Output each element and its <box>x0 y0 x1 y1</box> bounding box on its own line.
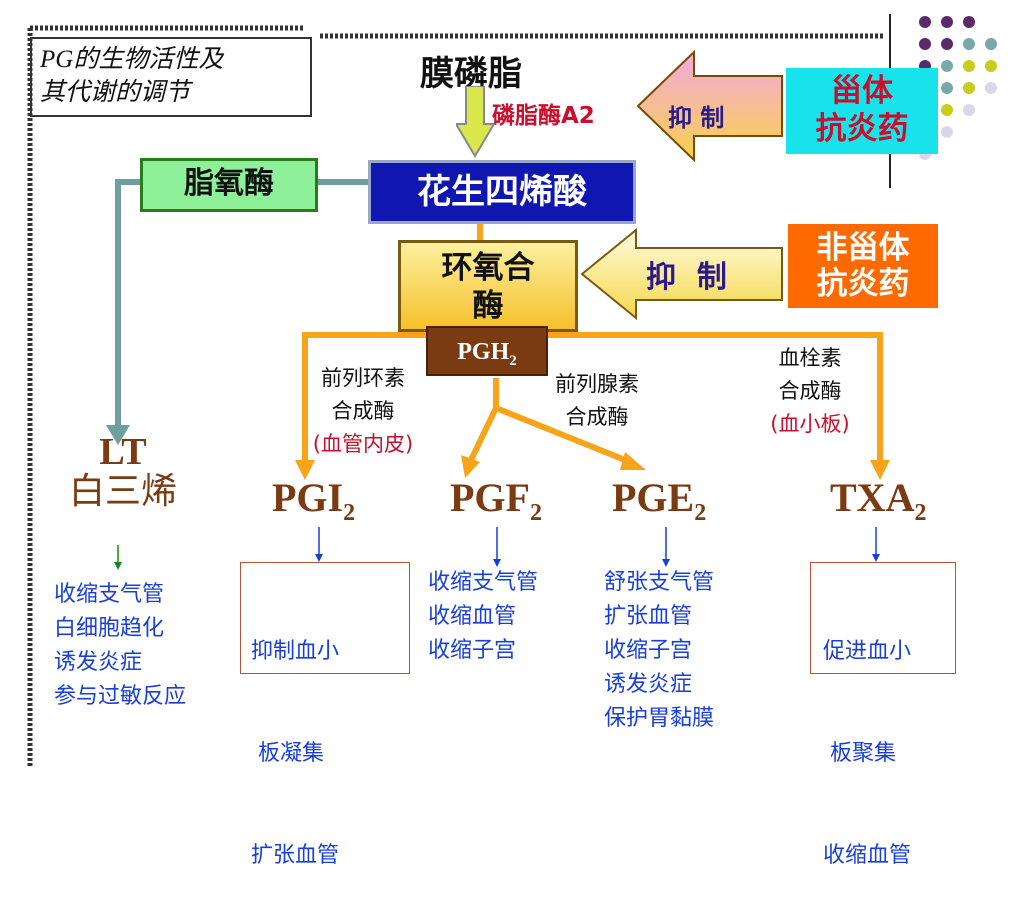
pgf2-effects: 收缩支气管 收缩血管 收缩子宫 <box>428 566 538 668</box>
prostacyclin-line3: (血管内皮) <box>312 432 414 456</box>
txa2-base: TXA <box>830 475 915 520</box>
prostaglandin-synthase: 前列腺素 合成酶 <box>532 368 662 434</box>
pgi2-effect-3: 扩张血管 <box>251 843 340 868</box>
pge2-effect-2: 扩张血管 <box>604 604 693 629</box>
pge2-product: PGE2 <box>612 474 706 527</box>
lipoxygenase-box: 脂氧酶 <box>140 158 318 212</box>
steroid-label-line2: 抗炎药 <box>815 111 909 147</box>
txa2-effect-1: 促进血小 <box>823 639 912 664</box>
thromboxane-line1: 血栓素 <box>778 346 842 370</box>
pathway-connectors <box>106 179 890 570</box>
prostacyclin-line1: 前列环素 <box>321 366 405 390</box>
pgf2-effect-3: 收缩子宫 <box>428 638 517 663</box>
pgf2-product: PGF2 <box>450 474 542 527</box>
cyclooxygenase-box: 环氧合 酶 <box>398 240 578 332</box>
pgi2-effects-box: 抑制血小 板凝集 扩张血管 <box>240 562 410 868</box>
prostacyclin-line2: 合成酶 <box>331 399 395 423</box>
lt-effect-4: 参与过敏反应 <box>54 684 187 709</box>
pge2-base: PGE <box>612 475 695 520</box>
pgf2-sub: 2 <box>529 500 542 526</box>
pgi2-effect-1: 抑制血小 <box>251 639 340 664</box>
txa2-effect-3: 收缩血管 <box>823 843 912 868</box>
nsaid-label-line2: 抗炎药 <box>816 266 910 302</box>
prostaglandin-line2: 合成酶 <box>565 405 629 429</box>
lt-product: LT 白三烯 <box>48 432 198 512</box>
pge2-effect-5: 保护胃黏膜 <box>604 706 715 731</box>
pla2-label: 磷脂酶A2 <box>492 103 595 129</box>
title-line1: PG的生物活性及 <box>40 46 224 73</box>
pgi2-base: PGI <box>272 475 344 520</box>
pgi2-product: PGI2 <box>272 474 355 527</box>
pgh2-sub: 2 <box>509 352 517 369</box>
steroid-inhibit-label: 抑 制 <box>668 104 725 132</box>
pge2-effect-1: 舒张支气管 <box>604 570 715 595</box>
title-line2: 其代谢的调节 <box>40 79 191 106</box>
prostacyclin-synthase: 前列环素 合成酶 (血管内皮) <box>298 362 428 461</box>
lt-line2: 白三烯 <box>68 471 177 512</box>
lt-effect-3: 诱发炎症 <box>54 650 143 675</box>
title-box: PG的生物活性及 其代谢的调节 <box>30 37 312 117</box>
nsaid-inhibit-arrow <box>580 228 783 320</box>
prostaglandin-line1: 前列腺素 <box>555 372 639 396</box>
nsaid-drug-box: 非甾体 抗炎药 <box>788 224 938 308</box>
thromboxane-line2: 合成酶 <box>778 379 842 403</box>
pge2-sub: 2 <box>694 500 707 526</box>
lt-line1: LT <box>99 431 147 473</box>
cox-line1: 环氧合 <box>441 250 535 286</box>
lt-effect-1: 收缩支气管 <box>54 582 165 607</box>
pgh2-box: PGH2 <box>426 326 548 376</box>
steroid-label-line1: 甾体 <box>831 73 893 109</box>
pge2-effect-3: 收缩子宫 <box>604 638 693 663</box>
arachidonic-acid-box: 花生四烯酸 <box>368 160 636 224</box>
pge2-effects: 舒张支气管 扩张血管 收缩子宫 诱发炎症 保护胃黏膜 <box>604 566 714 736</box>
lt-effects: 收缩支气管 白细胞趋化 诱发炎症 参与过敏反应 <box>54 578 186 714</box>
pgf2-effect-1: 收缩支气管 <box>428 570 539 595</box>
pgi2-sub: 2 <box>343 500 356 526</box>
nsaid-inhibit-label: 抑 制 <box>646 260 727 295</box>
cox-line2: 酶 <box>472 288 504 324</box>
steroid-drug-box: 甾体 抗炎药 <box>786 68 938 154</box>
lt-effect-2: 白细胞趋化 <box>54 616 165 641</box>
pgi2-effect-2: 板凝集 <box>251 741 324 766</box>
nsaid-label-line1: 非甾体 <box>816 230 910 266</box>
down-arrow-icon <box>456 86 496 158</box>
txa2-effects-box: 促进血小 板聚集 收缩血管 <box>810 562 956 868</box>
thromboxane-line3: (血小板) <box>770 412 850 436</box>
thromboxane-synthase: 血栓素 合成酶 (血小板) <box>748 342 872 441</box>
pgf2-effect-2: 收缩血管 <box>428 604 517 629</box>
pge2-effect-4: 诱发炎症 <box>604 672 693 697</box>
pgh2-base: PGH <box>457 339 510 365</box>
txa2-product: TXA2 <box>830 474 926 527</box>
txa2-sub: 2 <box>914 500 927 526</box>
pgf2-base: PGF <box>450 475 530 520</box>
steroid-inhibit-arrow <box>636 50 783 162</box>
txa2-effect-2: 板聚集 <box>823 741 896 766</box>
